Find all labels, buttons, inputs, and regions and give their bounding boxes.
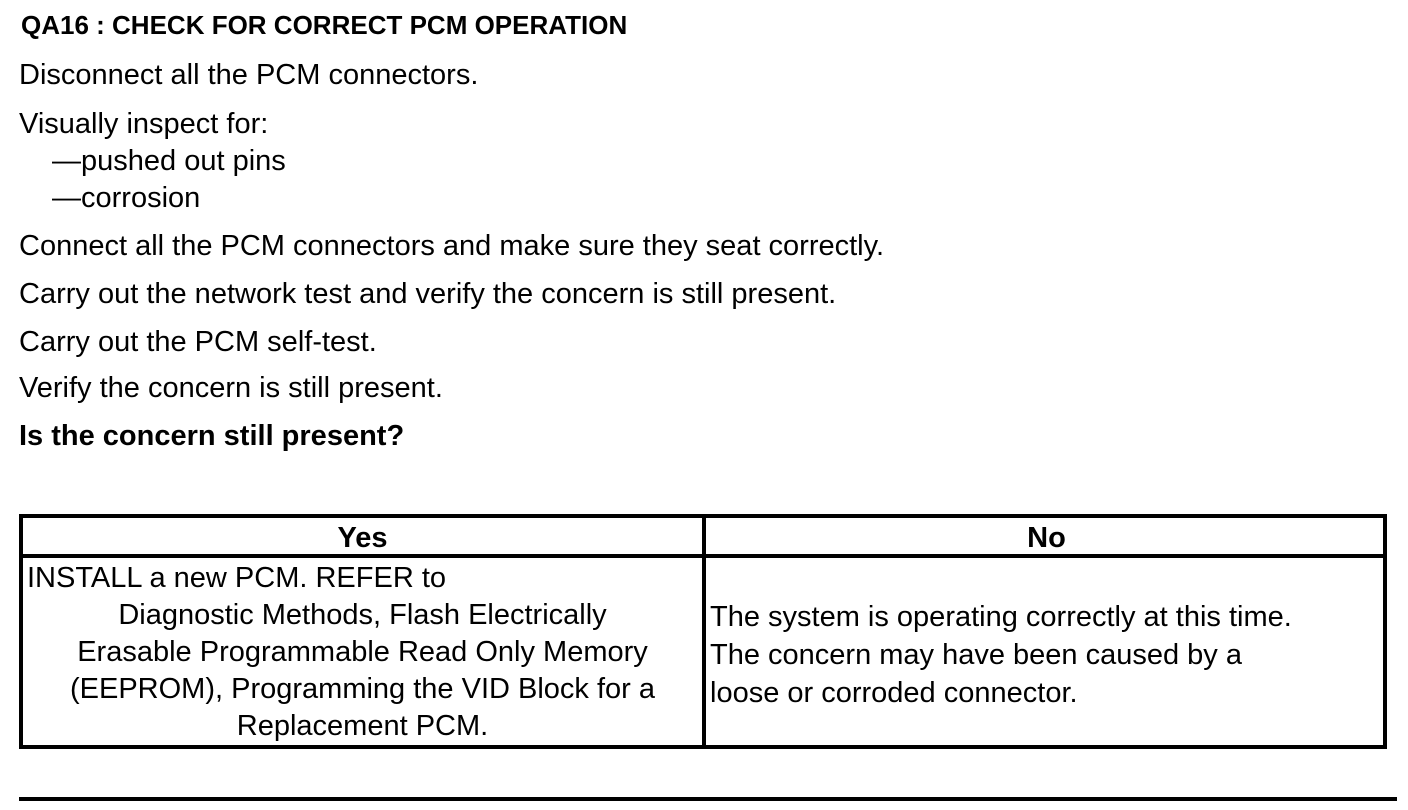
inspect-item-pushed-out-pins: —pushed out pins <box>52 145 286 177</box>
step-inspect: Visually inspect for: <box>19 108 269 140</box>
yes-line: Diagnostic Methods, Flash Electrically <box>118 599 607 631</box>
header-yes: Yes <box>337 522 388 554</box>
header-no: No <box>1027 522 1066 554</box>
step-connect: Connect all the PCM connectors and make … <box>19 230 885 262</box>
no-line: The system is operating correctly at thi… <box>710 601 1292 633</box>
yes-line: Replacement PCM. <box>236 710 489 742</box>
yes-line: INSTALL a new PCM. REFER to <box>27 562 447 594</box>
yes-line: (EEPROM), Programming the VID Block for … <box>70 673 655 705</box>
page-title: QA16 : CHECK FOR CORRECT PCM OPERATION <box>21 10 628 40</box>
no-line: loose or corroded connector. <box>710 677 1078 709</box>
no-cell: The system is operating correctly at thi… <box>710 598 1385 712</box>
no-line: The concern may have been caused by a <box>710 639 1242 671</box>
step-disconnect: Disconnect all the PCM connectors. <box>19 59 479 91</box>
step-self-test: Carry out the PCM self-test. <box>19 326 377 358</box>
yes-cell: INSTALL a new PCM. REFER to Diagnostic M… <box>23 560 702 745</box>
column-divider <box>702 518 706 745</box>
yes-line: Erasable Programmable Read Only Memory <box>77 636 648 668</box>
step-verify: Verify the concern is still present. <box>19 372 443 404</box>
inspect-item-corrosion: —corrosion <box>52 182 201 214</box>
result-table: Yes No INSTALL a new PCM. REFER to Diagn… <box>19 514 1387 749</box>
step-network-test: Carry out the network test and verify th… <box>19 278 837 310</box>
bottom-divider <box>19 797 1397 801</box>
question: Is the concern still present? <box>19 420 405 452</box>
